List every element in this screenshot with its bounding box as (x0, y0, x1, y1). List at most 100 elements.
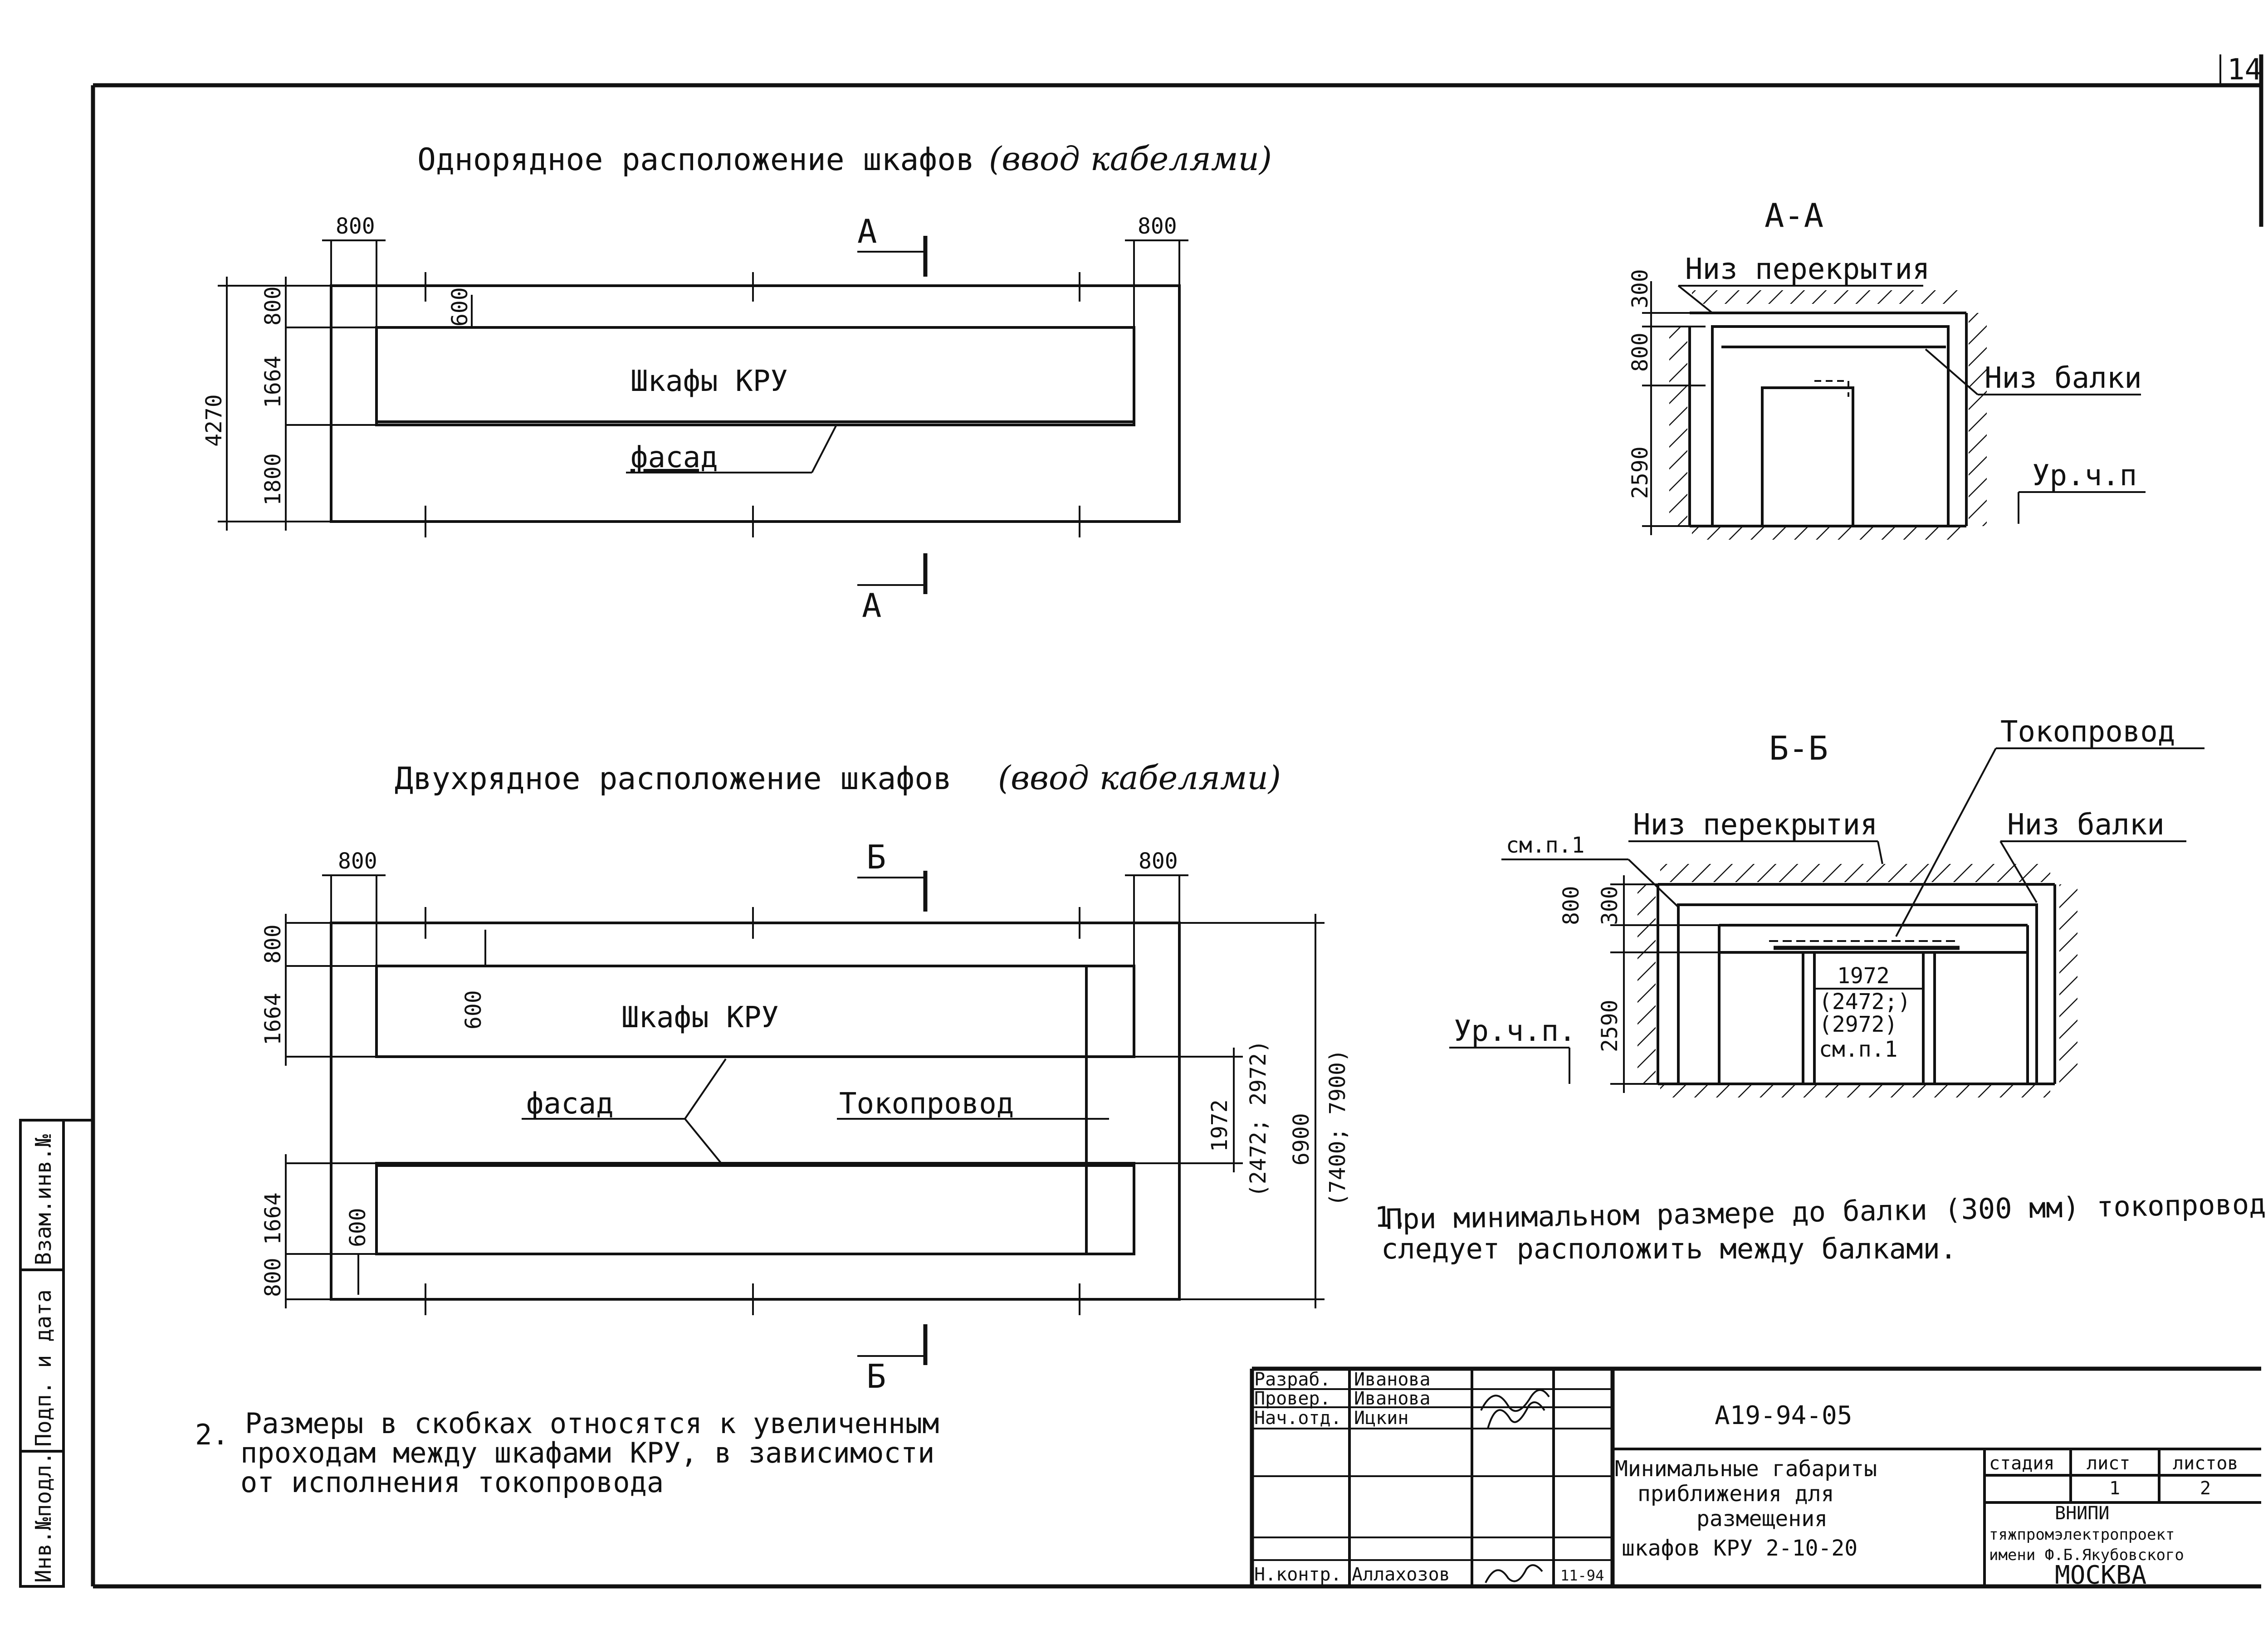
section-bb-opening (1677, 903, 2038, 1085)
signature-2 (1487, 1401, 1545, 1429)
diagram2-cabinets-label: Шкафы КРУ (621, 1001, 779, 1034)
section-aa-floor-level-label: Ур.ч.п (2032, 459, 2137, 493)
diagram2-dim-inner-top: 600 (461, 990, 486, 1029)
tb-name-7: Аллахозов (1352, 1564, 1450, 1585)
diagram2-dim-inner-bottom: 600 (345, 1208, 371, 1247)
hatch-wall-right-bb (2059, 884, 2077, 1084)
diagram2-section-mark-bottom: Б (866, 1357, 886, 1395)
note-1-line-1: При минимальном размере до балки (300 мм… (1385, 1187, 2266, 1236)
note-1-line-2: следует расположить между балками. (1381, 1232, 1957, 1265)
section-bb-ref-note: см.п.1 (1506, 833, 1584, 858)
side-stamp-field-3: Взам.инв.№ (31, 1134, 56, 1265)
sheet-frame (91, 54, 2263, 1589)
section-bb-dim-gap-alt-1: (2472;) (1819, 989, 1911, 1015)
tb-name-3: Ицкин (1354, 1408, 1408, 1429)
hatch-wall-left (1669, 327, 1687, 526)
section-aa-cabinet (1761, 386, 1854, 527)
title-block: Разраб. Иванова Провер. Иванова Нач.отд.… (1250, 1366, 2261, 1590)
side-stamp-field-2: Подп. и дата (31, 1289, 56, 1447)
tb-desc-3: размещения (1696, 1506, 1828, 1532)
diagram1-title-suffix: (ввод кабелями) (989, 140, 1272, 178)
diagram1-dim-total: 4270 (201, 394, 227, 447)
cabinet-row-bottom (375, 1162, 1135, 1255)
signature-3 (1485, 1564, 1543, 1583)
diagram2-dim-v3: 1664 (260, 1192, 286, 1245)
hatch-floor-bb (1660, 1084, 2050, 1097)
side-stamp: Взам.инв.№ Подп. и дата Инв.№подл. (19, 1119, 93, 1588)
cabinet-row (375, 326, 1135, 426)
tb-role-7: Н.контр. (1254, 1564, 1342, 1585)
diagram2-dim-total-alt: (7400; 7900) (1325, 1049, 1350, 1206)
section-aa-dim-d3: 2590 (1628, 446, 1653, 499)
tb-sheets-value: 2 (2200, 1478, 2211, 1499)
diagram1-dim-v1: 800 (260, 286, 286, 326)
section-aa-floor-slab-label: Низ перекрытия (1685, 253, 1930, 286)
section-bb-busway-label: Токопровод (2000, 715, 2175, 749)
diagram2-dim-v2: 1664 (260, 993, 286, 1045)
section-aa-dim-d1: 300 (1628, 269, 1653, 308)
signature-1 (1480, 1389, 1550, 1412)
diagram2-title-suffix: (ввод кабелями) (998, 759, 1281, 797)
section-aa-dim-d2: 800 (1628, 332, 1653, 372)
section-bb-dim-d3: 2590 (1597, 1000, 1623, 1052)
diagram2-title: Двухрядное расположение шкафов (395, 761, 952, 797)
diagram1-dim-left-top: 800 (336, 214, 375, 239)
tb-doc-number: А19-94-05 (1715, 1401, 1852, 1430)
section-aa-title: А-А (1765, 196, 1823, 234)
diagram1-section-mark-bottom: А (862, 586, 881, 624)
note-1-number: 1. (1374, 1200, 1408, 1234)
tb-name-1: Иванова (1354, 1369, 1431, 1390)
tb-date-7: 11-94 (1560, 1567, 1604, 1584)
tb-name-2: Иванова (1354, 1388, 1431, 1409)
diagram2-dim-total: 6900 (1289, 1113, 1314, 1166)
diagram1-dim-v2: 1664 (260, 356, 286, 408)
diagram1-section-mark-top: А (857, 212, 877, 250)
section-bb-dim-gap: 1972 (1837, 963, 1890, 989)
tb-sheet-value: 1 (2109, 1478, 2120, 1499)
diagram2-dim-right-top: 800 (1139, 849, 1178, 874)
section-aa: А-А Низ перекрытия Низ балки Ур.ч.п 300 … (1628, 196, 2146, 540)
hatch-wall-left-bb (1637, 884, 1656, 1084)
tb-desc-1: Минимальные габариты (1615, 1456, 1877, 1482)
note-2-line-1: Размеры в скобках относятся к увеличенны… (245, 1407, 939, 1440)
diagram1-dim-inner: 600 (447, 287, 473, 327)
hatch-ceiling-bb (1660, 864, 2050, 882)
diagram-double-row: Двухрядное расположение шкафов (ввод каб… (260, 759, 1350, 1395)
hatch-ceiling (1692, 290, 1964, 304)
diagram2-dim-v4: 800 (260, 1258, 286, 1297)
tb-org-2: тяжпромэлектропроект (1989, 1526, 2175, 1544)
note-2-line-2: проходам между шкафами КРУ, в зависимост… (240, 1436, 934, 1469)
diagram2-busway-label: Токопровод (839, 1087, 1014, 1121)
tb-role-1: Разраб. (1254, 1369, 1331, 1390)
section-bb: Б-Б Токопровод Низ перекрытия Низ балки … (1449, 715, 2204, 1097)
diagram2-dim-gap-alt: (2472; 2972) (1246, 1040, 1271, 1197)
tb-role-3: Нач.отд. (1254, 1408, 1342, 1429)
section-bb-floor-slab-label: Низ перекрытия (1633, 808, 1877, 842)
page-number: 14 (2227, 53, 2262, 87)
tb-sheet-label: лист (2087, 1453, 2130, 1474)
section-bb-dim-d1: 800 (1559, 886, 1584, 925)
diagram1-dim-v3: 1800 (260, 453, 286, 506)
tb-org-1: ВНИПИ (2055, 1503, 2109, 1524)
diagram2-section-mark-top: Б (866, 838, 886, 876)
tb-org-3: имени Ф.Б.Якубовского (1989, 1546, 2184, 1564)
hatch-floor (1692, 526, 1964, 540)
diagram1-title: Однорядное расположение шкафов (417, 142, 974, 178)
hatch-wall-right (1969, 313, 1987, 526)
section-bb-dim-gap-ref: см.п.1 (1819, 1037, 1897, 1062)
section-bb-floor-level-label: Ур.ч.п. (1454, 1015, 1576, 1048)
diagram1-facade-label: фасад (631, 441, 718, 474)
diagram2-dim-left-top: 800 (338, 849, 377, 874)
section-aa-opening (1711, 325, 1950, 527)
room-outline-2 (330, 922, 1181, 1301)
diagram2-facade-label: фасад (526, 1087, 614, 1121)
section-bb-dim-d2: 300 (1597, 886, 1623, 925)
section-bb-title: Б-Б (1769, 729, 1828, 767)
section-aa-beam-label: Низ балки (1984, 361, 2142, 395)
side-stamp-field-1: Инв.№подл. (31, 1452, 56, 1583)
note-2-line-3: от исполнения токопровода (240, 1466, 664, 1499)
note-2-number: 2. (195, 1418, 229, 1451)
tb-stage-label: стадия (1989, 1453, 2055, 1474)
section-bb-beam-label: Низ балки (2007, 808, 2165, 842)
tb-role-2: Провер. (1254, 1388, 1331, 1409)
